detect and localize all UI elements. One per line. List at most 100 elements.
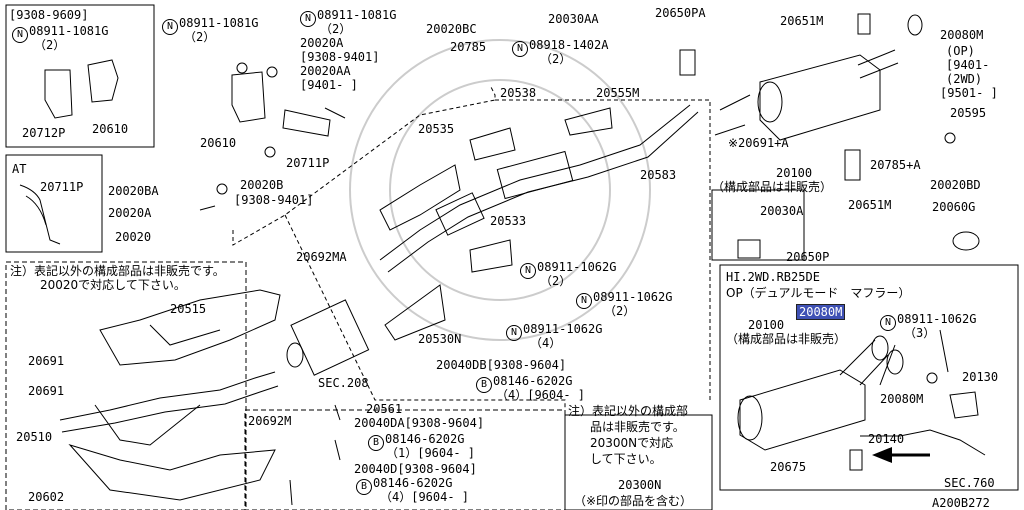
label-part: 20020BD — [930, 178, 981, 192]
label-qty: （2） — [34, 38, 66, 52]
label-qty: （4）[9604- ] — [380, 490, 470, 504]
label-part: 20030AA — [548, 12, 599, 26]
label-part: 20533 — [490, 214, 527, 228]
inset-title: HI.2WD.RB25DE — [726, 270, 820, 284]
label-part: 20040D[9308-9604] — [354, 462, 477, 476]
watermark-stamp — [349, 39, 651, 341]
label-part: 20100 — [748, 318, 785, 332]
label-note: （※印の部品を含む） — [574, 494, 693, 508]
label-part: 20030A — [760, 204, 804, 218]
note-box — [564, 414, 713, 510]
label-qty: （2） — [320, 22, 352, 36]
n-circle-icon: N — [12, 27, 28, 43]
diagram-id: A200B272 — [932, 496, 990, 510]
label-part: 20530N — [418, 332, 462, 346]
label-part: 20610 — [200, 136, 237, 150]
label-range: [9401- ] — [300, 78, 358, 92]
label-part: 20711P — [40, 180, 84, 194]
label-note: 品は非販売です。 — [590, 420, 685, 434]
label-link[interactable]: SEC.760 — [944, 476, 995, 490]
label-option: (2WD) — [946, 72, 983, 86]
label-part: 20140 — [868, 432, 905, 446]
label-part: 20555M — [596, 86, 640, 100]
label-qty: （2） — [540, 52, 572, 66]
label-part: 20020BC — [426, 22, 477, 36]
label-part: 20020A — [300, 36, 344, 50]
label-note: 20020で対応して下さい。 — [40, 278, 186, 292]
label-part: 20692MA — [296, 250, 347, 264]
label-part: 20100 — [776, 166, 813, 180]
label-part: 20651M — [780, 14, 824, 28]
label-part: 20535 — [418, 122, 455, 136]
label-part: 20510 — [16, 430, 53, 444]
label-note: して下さい。 — [590, 452, 662, 466]
label-option: AT — [12, 162, 27, 176]
label-part: 20538 — [500, 86, 537, 100]
label-part: 20020AA — [300, 64, 351, 78]
label-range: [9501- ] — [940, 86, 998, 100]
label-qty: （2） — [184, 30, 216, 44]
label-qty: （1）[9604- ] — [386, 446, 476, 460]
label-range: [9308-9609] — [9, 8, 89, 22]
label-part: 20610 — [92, 122, 129, 136]
label-part: 20583 — [640, 168, 677, 182]
label-qty: （4） — [530, 336, 562, 350]
n-circle-icon: N — [506, 325, 522, 341]
label-part: 20300N — [618, 478, 662, 492]
n-circle-icon: N — [520, 263, 536, 279]
label-part: 20020A — [108, 206, 152, 220]
catalytic-converter — [290, 299, 370, 376]
label-part: 20602 — [28, 490, 65, 504]
label-part: 20080M — [880, 392, 924, 406]
arrow-head-icon — [872, 447, 892, 463]
n-circle-icon: N — [576, 293, 592, 309]
label-part: 20130 — [962, 370, 999, 384]
center-resonator — [496, 150, 574, 200]
label-note: （構成部品は非販売） — [712, 180, 833, 194]
label-part: 20711P — [286, 156, 330, 170]
label-part: 20020BA — [108, 184, 159, 198]
b-circle-icon: B — [368, 435, 384, 451]
label-part: 20060G — [932, 200, 976, 214]
label-part: 20650PA — [655, 6, 706, 20]
label-qty: （4）[9604- ] — [496, 388, 586, 402]
rear-muffler — [759, 54, 881, 141]
label-note: 注）表記以外の構成部 — [568, 404, 689, 418]
cap-box — [711, 189, 805, 261]
label-part: 20040DB[9308-9604] — [436, 358, 567, 372]
label-part: 20595 — [950, 106, 987, 120]
b-circle-icon: B — [476, 377, 492, 393]
b-circle-icon: B — [356, 479, 372, 495]
label-option: (OP) — [946, 44, 975, 58]
label-range: [9401- — [946, 58, 990, 72]
n-circle-icon: N — [162, 19, 178, 35]
label-part: 20692M — [248, 414, 292, 428]
label-part: 20515 — [170, 302, 207, 316]
highlighted-part-label[interactable]: 20080M — [796, 304, 846, 320]
label-qty: （2） — [604, 304, 636, 318]
label-range: [9308-9401] — [300, 50, 380, 64]
label-note: 20300Nで対応 — [590, 436, 674, 450]
label-part: 20651M — [848, 198, 892, 212]
label-part: 20020 — [115, 230, 152, 244]
label-part: 20675 — [770, 460, 807, 474]
label-part: 20650P — [786, 250, 830, 264]
label-part: 20020B — [240, 178, 284, 192]
label-link[interactable]: SEC.208 — [318, 376, 369, 390]
label-note: 注）表記以外の構成部品は非販売です。 — [10, 264, 225, 278]
label-note: （構成部品は非販売） — [726, 332, 847, 346]
inset-box-hi — [719, 264, 1019, 491]
n-circle-icon: N — [512, 41, 528, 57]
n-circle-icon: N — [880, 315, 896, 331]
